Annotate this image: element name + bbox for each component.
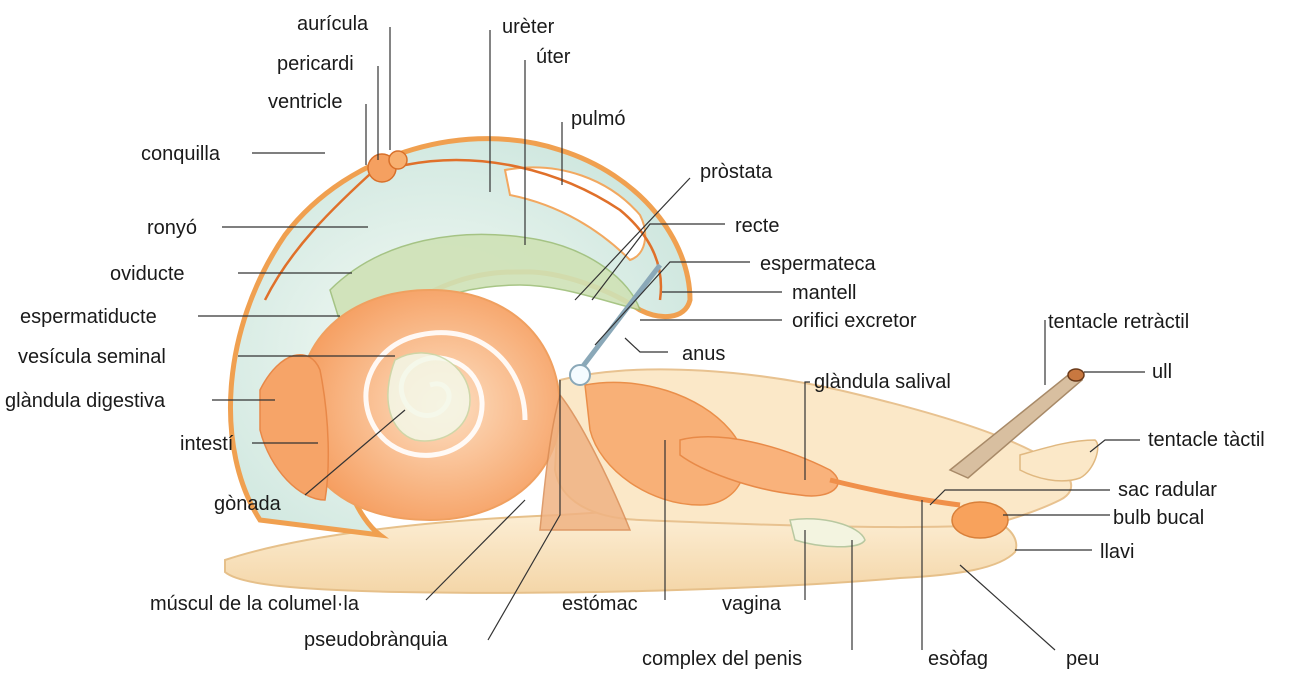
leader-glandula-sal [804,381,810,480]
leader-recte [591,223,725,301]
label-ventricle: ventricle [268,91,342,113]
eye [1067,368,1085,382]
leader-espermateca [594,261,750,346]
label-pseudobranquia: pseudobrànquia [304,629,448,651]
label-bulb-bucal: bulb bucal [1113,507,1204,529]
label-orifici-excretor: orifici excretor [792,310,917,332]
label-pulmo: pulmó [571,108,625,130]
vessel-rim [404,158,663,301]
label-esofag: esòfag [928,648,988,670]
leader-gonada [304,409,406,496]
penis-complex [789,517,866,548]
label-espermateca: espermateca [760,253,876,275]
label-glandula-digestiva: glàndula digestiva [5,390,166,412]
leader-sac [929,489,1110,506]
label-espermatiducte: espermatiducte [20,306,157,328]
leader-anus [624,337,668,353]
label-ronyo: ronyó [147,217,197,239]
gonad [387,352,471,442]
label-llavi: llavi [1100,541,1134,563]
label-vagina: vagina [722,593,782,615]
label-mantell: mantell [792,282,856,304]
buccal-bulb [951,501,1009,539]
columella-muscle [539,393,632,531]
tactile-tentacle [1019,439,1099,482]
leader-tentacle-tac [1089,439,1140,453]
digestive-gland-lobe [259,354,330,501]
label-vesicula-seminal: vesícula seminal [18,346,166,368]
label-ull: ull [1152,361,1172,383]
label-glandula-salival: glàndula salival [814,371,951,393]
esophagus-tube [829,477,961,508]
label-conquilla: conquilla [141,143,221,165]
pneumostome [569,364,591,386]
label-sac-radular: sac radular [1118,479,1217,501]
label-uter: úter [536,46,571,68]
label-oviducte: oviducte [110,263,185,285]
label-recte: recte [735,215,779,237]
vessel-aorta [263,164,381,301]
snail-illustration [224,136,1099,594]
label-complex-penis: complex del penis [642,648,802,670]
label-peu: peu [1066,648,1099,670]
lung [503,166,647,262]
leader-muscul [425,499,526,601]
leader-lines [198,27,1145,651]
label-intesti: intestí [180,433,234,455]
label-muscul-columella: múscul de la columel·la [150,593,360,615]
heart-auricle [388,150,408,170]
leader-peu [959,564,1056,651]
label-tentacle-retractil: tentacle retràctil [1048,311,1189,333]
label-prostata: pròstata [700,161,773,183]
label-gonada: gònada [214,493,282,515]
labels: aurícula pericardi ventricle conquilla r… [5,13,1265,670]
label-anus: anus [682,343,725,365]
label-tentacle-tactil: tentacle tàctil [1148,429,1265,451]
leader-pseudobranquia [487,380,561,641]
retractile-tentacle [948,371,1084,479]
label-pericardi: pericardi [277,53,354,75]
label-auricula: aurícula [297,13,369,35]
label-estomac: estómac [562,593,638,615]
salivary-gland [679,436,839,497]
leader-prostata [574,177,691,301]
label-ureter: urèter [502,16,555,38]
